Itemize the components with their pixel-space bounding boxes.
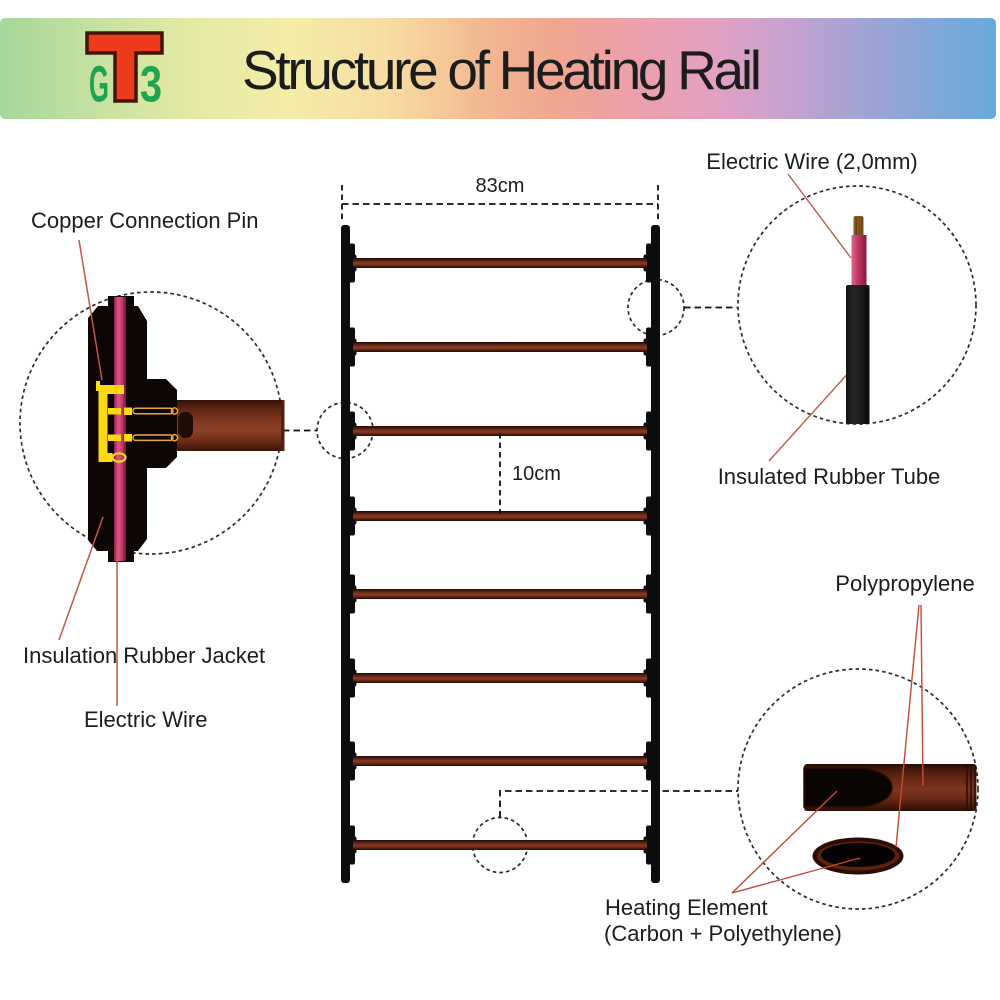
svg-text:Heating Element: Heating Element xyxy=(605,895,768,920)
svg-text:83cm: 83cm xyxy=(476,175,525,197)
svg-text:Structure of Heating Rail: Structure of Heating Rail xyxy=(242,39,762,101)
svg-text:Electric Wire (2,0mm): Electric Wire (2,0mm) xyxy=(706,149,917,174)
svg-text:(Carbon + Polyethylene): (Carbon + Polyethylene) xyxy=(604,921,842,946)
svg-text:10cm: 10cm xyxy=(512,463,561,485)
svg-text:Copper Connection Pin: Copper Connection Pin xyxy=(31,208,258,233)
svg-text:Insulation Rubber Jacket: Insulation Rubber Jacket xyxy=(23,643,265,668)
svg-text:Polypropylene: Polypropylene xyxy=(835,571,974,596)
svg-text:Electric Wire: Electric Wire xyxy=(84,707,207,732)
svg-text:G: G xyxy=(89,56,109,113)
svg-text:Insulated Rubber Tube: Insulated Rubber Tube xyxy=(718,464,941,489)
svg-text:3: 3 xyxy=(140,56,162,113)
